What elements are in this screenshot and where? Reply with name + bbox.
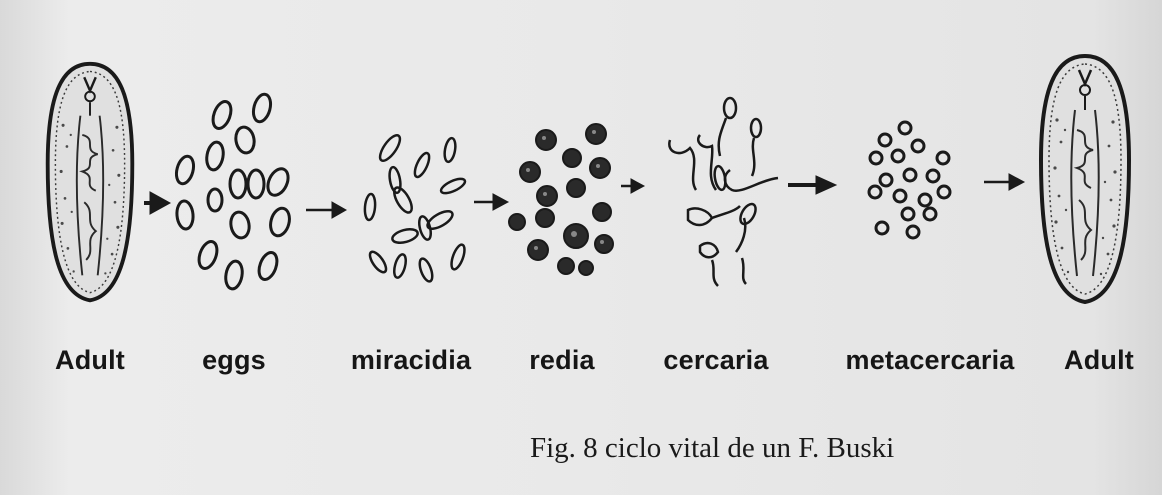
eggs-illustration (174, 92, 291, 291)
arrow-icon (474, 193, 510, 211)
metacercaria-illustration (867, 120, 952, 240)
adult-end-illustration (1041, 56, 1129, 302)
arrow-icon (144, 191, 172, 215)
arrow-icon (984, 173, 1026, 191)
arrow-icon (306, 201, 348, 219)
redia-illustration (508, 123, 614, 276)
arrow-icon (788, 175, 838, 195)
cercaria-illustration (668, 96, 779, 287)
stage-label-miracidia: miracidia (350, 345, 472, 375)
stage-label-eggs: eggs (202, 345, 266, 375)
arrow-icon (621, 178, 646, 194)
figure-caption: Fig. 8 ciclo vital de un F. Buski (530, 432, 895, 464)
stage-label-adult-end: Adult (1064, 345, 1134, 375)
life-cycle-diagram (0, 0, 1162, 340)
stage-label-redia: redia (529, 345, 595, 375)
stage-label-cercaria: cercaria (663, 345, 769, 375)
miracidia-illustration (363, 133, 467, 283)
adult-start-illustration (48, 64, 133, 301)
stage-label-metacercaria: metacercaria (845, 345, 1015, 375)
stage-label-adult-start: Adult (55, 345, 125, 375)
redia-texture (526, 130, 604, 250)
